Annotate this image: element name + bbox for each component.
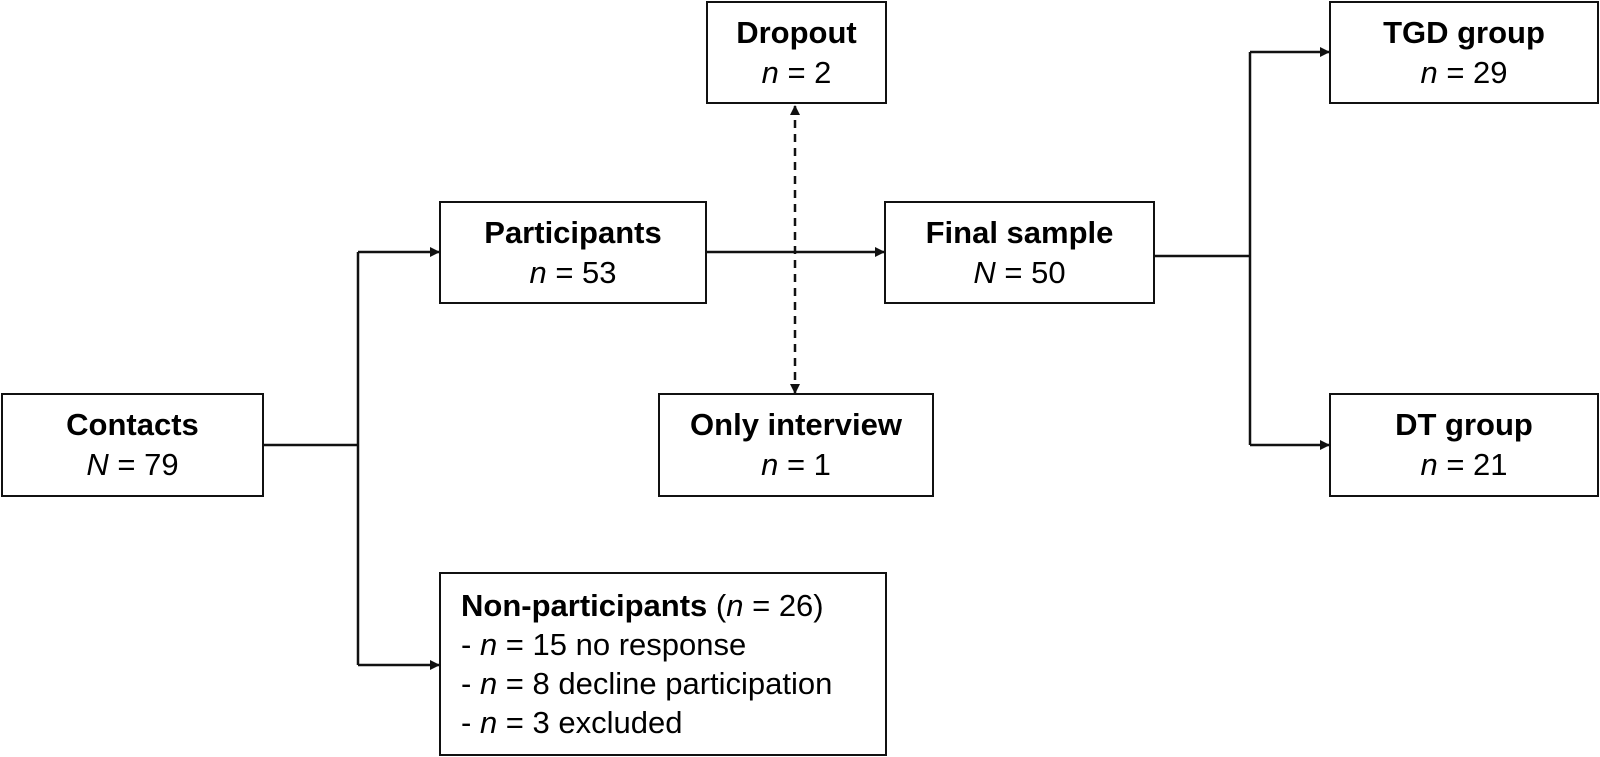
contacts-count: N = 79 (86, 445, 178, 485)
participants-count: n = 53 (529, 253, 616, 293)
only-interview-count-value: 1 (813, 447, 831, 482)
dt-group-title: DT group (1395, 407, 1533, 442)
tgd-group-count-var: n (1420, 54, 1438, 90)
contacts-title: Contacts (66, 407, 199, 442)
participants-count-var: n (529, 254, 547, 290)
non-participants-summary-rest: = 26) (743, 588, 824, 623)
dropout-count-value: 2 (814, 54, 832, 90)
non-participants-box: Non-participants (n = 26) - n = 15 no re… (439, 572, 887, 756)
dt-group-count-eq: = (1437, 447, 1474, 482)
only-interview-count: n = 1 (761, 445, 831, 485)
dropout-count-var: n (761, 54, 779, 90)
contacts-count-eq: = (108, 447, 145, 482)
non-participants-item: - n = 3 excluded (461, 703, 682, 742)
only-interview-count-var: n (761, 447, 779, 482)
final-sample-count: N = 50 (973, 253, 1065, 293)
dt-group-count-value: 21 (1473, 447, 1508, 482)
participants-count-eq: = (546, 254, 583, 290)
list-item-prefix: - (461, 705, 480, 740)
participants-count-value: 53 (582, 254, 617, 290)
non-participants-summary-open: ( (707, 588, 727, 623)
dt-group-count: n = 21 (1420, 445, 1507, 485)
non-participants-item: - n = 15 no response (461, 625, 746, 664)
tgd-group-count-value: 29 (1473, 54, 1508, 90)
tgd-group-count-eq: = (1437, 54, 1474, 90)
contacts-box: Contacts N = 79 (1, 393, 264, 497)
only-interview-count-eq: = (778, 447, 814, 482)
list-item-text: = 3 excluded (497, 705, 683, 740)
list-item-text: = 8 decline participation (497, 666, 833, 701)
dt-group-count-var: n (1420, 447, 1438, 482)
non-participants-heading: Non-participants (n = 26) (461, 586, 824, 625)
dt-group-box: DT group n = 21 (1329, 393, 1599, 497)
tgd-group-title: TGD group (1383, 14, 1545, 50)
non-participants-summary-var: n (726, 588, 744, 623)
final-sample-box: Final sample N = 50 (884, 201, 1155, 304)
dropout-count: n = 2 (762, 53, 832, 93)
list-item-prefix: - (461, 627, 480, 662)
final-sample-count-value: 50 (1031, 254, 1066, 290)
only-interview-box: Only interview n = 1 (658, 393, 934, 497)
participants-box: Participants n = 53 (439, 201, 707, 304)
list-item-var: n (479, 705, 498, 740)
dropout-count-eq: = (778, 54, 815, 90)
non-participants-title: Non-participants (461, 588, 708, 623)
final-sample-count-var: N (973, 254, 996, 290)
contacts-count-var: N (86, 447, 109, 482)
tgd-group-box: TGD group n = 29 (1329, 1, 1599, 104)
list-item-var: n (479, 627, 498, 662)
participants-title: Participants (484, 214, 662, 250)
dropout-box: Dropout n = 2 (706, 1, 887, 104)
list-item-var: n (479, 666, 498, 701)
non-participants-item: - n = 8 decline participation (461, 664, 832, 703)
contacts-count-value: 79 (144, 447, 179, 482)
final-sample-count-eq: = (995, 254, 1032, 290)
dropout-title: Dropout (736, 14, 857, 50)
final-sample-title: Final sample (925, 214, 1114, 250)
tgd-group-count: n = 29 (1420, 53, 1507, 93)
only-interview-title: Only interview (690, 407, 902, 442)
list-item-prefix: - (461, 666, 480, 701)
list-item-text: = 15 no response (497, 627, 747, 662)
